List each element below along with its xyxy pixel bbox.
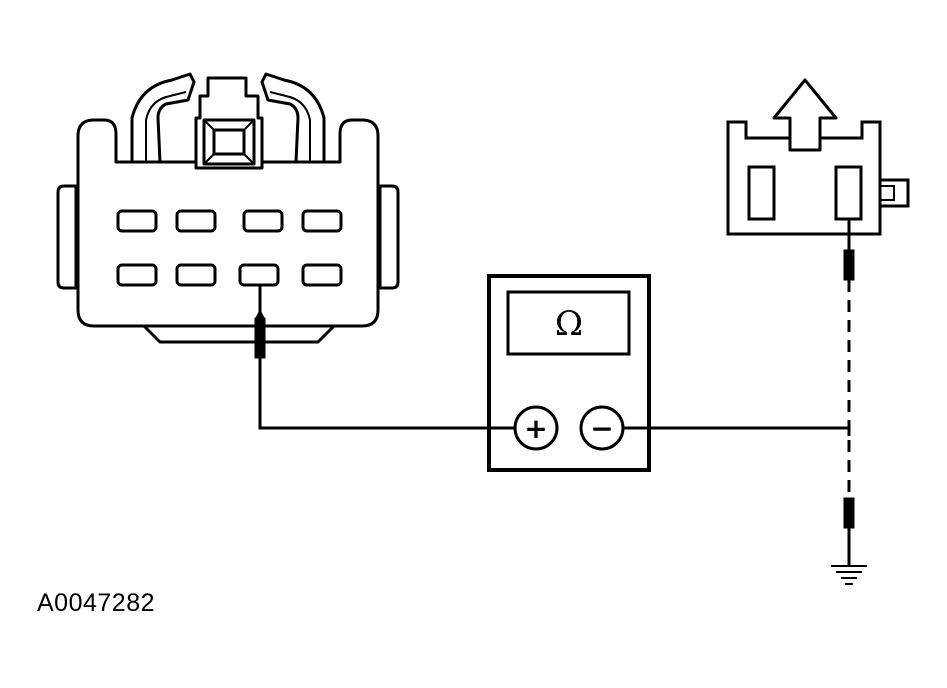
meter-display: [506, 290, 631, 356]
positive-label: +: [524, 412, 547, 445]
ground-icon: [831, 565, 867, 585]
arrow-up-icon: [772, 78, 838, 152]
two-pin-connector-icon: [726, 120, 910, 236]
probe-icon: [843, 497, 855, 566]
negative-label: −: [590, 412, 613, 445]
meter-display-symbol: Ω: [555, 304, 583, 344]
probe-icon: [254, 285, 266, 359]
multi-pin-connector-icon: [56, 72, 400, 344]
figure-id-label: A0047282: [37, 589, 156, 617]
